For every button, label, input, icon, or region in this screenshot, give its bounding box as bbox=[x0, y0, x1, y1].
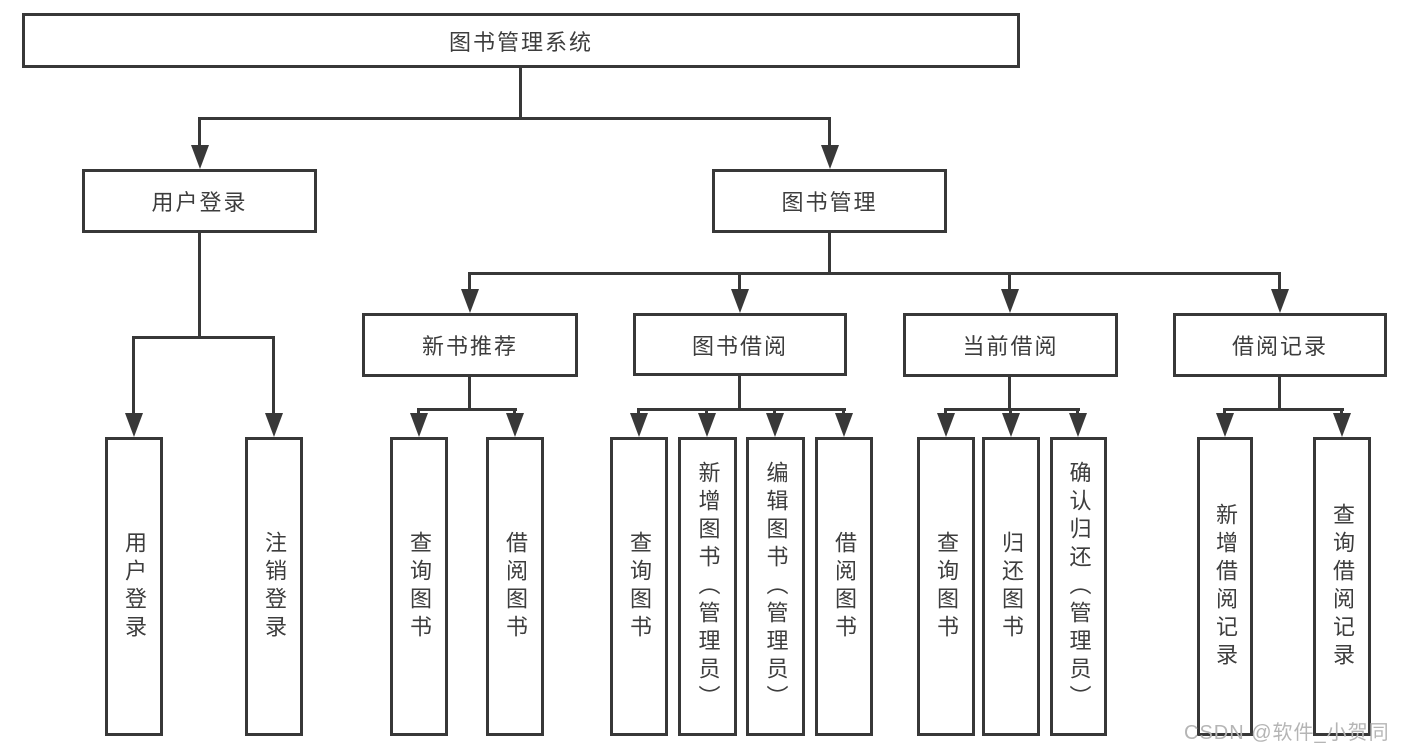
connector-bar bbox=[944, 408, 1080, 411]
connector-drop-current-borrow bbox=[1008, 272, 1011, 289]
connector-bar bbox=[1223, 408, 1344, 411]
arrow-down-icon bbox=[265, 413, 283, 437]
leaf-query-borrow-record: 查询借阅记录 bbox=[1313, 437, 1371, 736]
arrow-down-icon bbox=[461, 289, 479, 313]
connector-bar bbox=[637, 408, 846, 411]
connector-book-management-stem bbox=[828, 233, 831, 275]
connector-drop-book-borrow bbox=[738, 272, 741, 289]
arrow-down-icon bbox=[1069, 413, 1087, 437]
leaf-confirm-return-admin: 确认归还（管理员） bbox=[1050, 437, 1107, 736]
leaf-query-books-borrow: 查询图书 bbox=[610, 437, 668, 736]
arrow-down-icon bbox=[506, 413, 524, 437]
connector-level1-bar bbox=[198, 117, 831, 120]
leaf-borrow-books-recommend: 借阅图书 bbox=[486, 437, 544, 736]
connector-drop-leaf bbox=[637, 408, 640, 413]
connector-drop-leaf bbox=[417, 408, 420, 413]
connector-user-login-bar bbox=[132, 336, 275, 339]
connector-drop-book-management bbox=[828, 117, 831, 145]
arrow-down-icon bbox=[1271, 289, 1289, 313]
arrow-down-icon bbox=[937, 413, 955, 437]
node-borrow-records: 借阅记录 bbox=[1173, 313, 1387, 377]
connector-drop-leaf bbox=[705, 408, 708, 413]
leaf-add-books-admin: 新增图书（管理员） bbox=[678, 437, 737, 736]
connector-bar bbox=[417, 408, 517, 411]
connector-drop-leaf bbox=[272, 336, 275, 413]
connector-root-stem bbox=[519, 68, 522, 120]
arrow-down-icon bbox=[1001, 289, 1019, 313]
connector-drop-leaf bbox=[1076, 408, 1079, 413]
connector-drop-leaf bbox=[944, 408, 947, 413]
connector-drop-leaf bbox=[842, 408, 845, 413]
node-root: 图书管理系统 bbox=[22, 13, 1020, 68]
arrow-down-icon bbox=[125, 413, 143, 437]
node-current-borrow: 当前借阅 bbox=[903, 313, 1118, 377]
leaf-query-books-recommend: 查询图书 bbox=[390, 437, 448, 736]
connector-drop-user-login bbox=[198, 117, 201, 145]
node-new-book-recommend: 新书推荐 bbox=[362, 313, 578, 377]
arrow-down-icon bbox=[698, 413, 716, 437]
arrow-down-icon bbox=[821, 145, 839, 169]
leaf-edit-books-admin: 编辑图书（管理员） bbox=[746, 437, 805, 736]
arrow-down-icon bbox=[1333, 413, 1351, 437]
leaf-logout: 注销登录 bbox=[245, 437, 303, 736]
connector-drop-leaf bbox=[1223, 408, 1226, 413]
leaf-user-login: 用户登录 bbox=[105, 437, 163, 736]
arrow-down-icon bbox=[1216, 413, 1234, 437]
connector-drop-borrow-records bbox=[1278, 272, 1281, 289]
leaf-borrow-books: 借阅图书 bbox=[815, 437, 873, 736]
connector-level2-bar bbox=[468, 272, 1281, 275]
arrow-down-icon bbox=[731, 289, 749, 313]
connector-user-login-stem bbox=[198, 233, 201, 339]
arrow-down-icon bbox=[766, 413, 784, 437]
connector-drop-leaf bbox=[513, 408, 516, 413]
node-user-login: 用户登录 bbox=[82, 169, 317, 233]
arrow-down-icon bbox=[835, 413, 853, 437]
arrow-down-icon bbox=[191, 145, 209, 169]
node-book-management: 图书管理 bbox=[712, 169, 947, 233]
connector-drop-leaf bbox=[773, 408, 776, 413]
csdn-watermark: CSDN @软件_小贺同学 bbox=[1184, 722, 1390, 744]
connector-stem bbox=[468, 377, 471, 411]
connector-drop-leaf bbox=[132, 336, 135, 413]
arrow-down-icon bbox=[1002, 413, 1020, 437]
arrow-down-icon bbox=[630, 413, 648, 437]
connector-drop-new-book bbox=[468, 272, 471, 289]
leaf-query-books-current: 查询图书 bbox=[917, 437, 975, 736]
node-book-borrow: 图书借阅 bbox=[633, 313, 847, 376]
connector-stem bbox=[738, 376, 741, 411]
leaf-add-borrow-record: 新增借阅记录 bbox=[1197, 437, 1253, 736]
connector-drop-leaf bbox=[1009, 408, 1012, 413]
leaf-return-books: 归还图书 bbox=[982, 437, 1040, 736]
connector-drop-leaf bbox=[1340, 408, 1343, 413]
connector-stem bbox=[1008, 377, 1011, 411]
arrow-down-icon bbox=[410, 413, 428, 437]
connector-stem bbox=[1278, 377, 1281, 411]
